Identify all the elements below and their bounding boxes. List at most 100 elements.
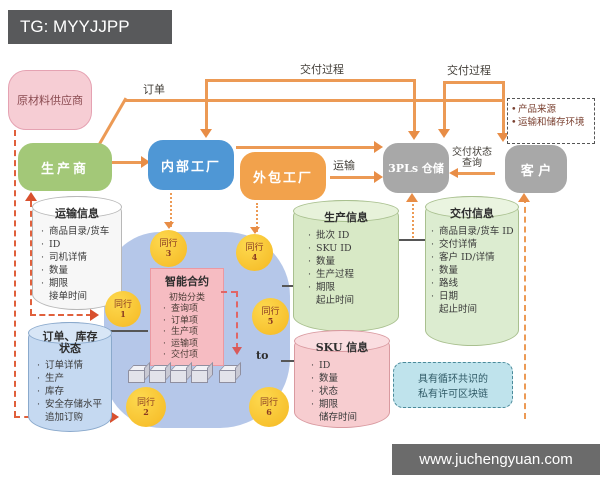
connector-production-delivery bbox=[397, 239, 427, 241]
arrowhead-query-into-warehouse bbox=[449, 168, 458, 178]
cylinder-production-info: 生产信息 批次 ID SKU ID 数量 生产过程 期限 起止时间 bbox=[293, 200, 399, 332]
label-to: to bbox=[256, 349, 269, 362]
line-delivery2-v-right bbox=[502, 81, 505, 134]
annotation-item: 运输和储存环境 bbox=[511, 116, 591, 129]
cylinder-item: 数量 bbox=[308, 255, 396, 268]
cylinder-title-line2: 状态 bbox=[59, 342, 81, 355]
cylinder-item: 接单时间 bbox=[49, 291, 88, 302]
peer-number: 1 bbox=[120, 308, 126, 319]
peer-node-6: 同行 6 bbox=[249, 387, 289, 427]
cylinder-list: 商品目录/货车 ID 交付详情 客户 ID/详情 数量 路线 日期 起止时间 bbox=[426, 225, 518, 316]
cylinder-item: 交付详情 bbox=[431, 238, 516, 251]
peer-node-3: 同行 3 bbox=[150, 230, 187, 267]
node-customer: 客 户 bbox=[505, 145, 567, 193]
cylinder-title: 生产信息 bbox=[324, 211, 368, 224]
cylinder-item: 路线 bbox=[431, 277, 516, 290]
block-cube-icon bbox=[149, 370, 166, 383]
rail-arrow-to-peer2 bbox=[110, 411, 119, 423]
cylinder-title: 运输信息 bbox=[55, 207, 99, 220]
line-query bbox=[457, 172, 495, 175]
node-supplier: 原材料供应商 bbox=[8, 70, 92, 130]
annotation-box: 产品来源 运输和储存环境 bbox=[507, 98, 595, 144]
cylinder-item: 起止时间 bbox=[316, 295, 355, 306]
node-outsourced-factory: 外包工厂 bbox=[240, 152, 326, 200]
peer-number: 6 bbox=[266, 406, 272, 417]
cylinder-title: 交付信息 bbox=[450, 207, 494, 220]
cylinder-item: ID bbox=[41, 238, 119, 251]
peer-number: 5 bbox=[267, 316, 274, 326]
rail-supplier-vertical bbox=[14, 130, 16, 417]
cylinder-item: SKU ID bbox=[308, 242, 396, 255]
label-order: 订单 bbox=[143, 83, 165, 96]
cylinder-title: 订单、库存 bbox=[42, 330, 98, 343]
cylinder-item: 起止时间 bbox=[439, 304, 478, 315]
dashed-link-blockchain-customer bbox=[524, 197, 526, 419]
cylinder-list: ID 数量 状态 期限 储存时间 bbox=[295, 359, 389, 424]
label-delivery-process-2: 交付过程 bbox=[447, 64, 491, 77]
cylinder-item: 期限 bbox=[41, 277, 119, 290]
peer-label: 同行 bbox=[245, 243, 264, 253]
cylinder-item: 订单详情 bbox=[37, 359, 109, 372]
contract-dashed-h bbox=[221, 291, 237, 293]
cylinder-delivery-info: 交付信息 商品目录/货车 ID 交付详情 客户 ID/详情 数量 路线 日期 起… bbox=[425, 196, 519, 346]
label-transport: 运输 bbox=[333, 159, 355, 172]
blockchain-note-line1: 具有循环共识的 bbox=[418, 374, 488, 385]
line-delivery1-v-left bbox=[205, 79, 208, 131]
peer-label: 同行 bbox=[159, 239, 178, 249]
cylinder-item: 商品目录/货车 bbox=[41, 225, 119, 238]
block-cube-icon bbox=[191, 370, 208, 383]
peer-node-5: 同行 5 bbox=[252, 298, 289, 335]
blockchain-note-line2: 私有许可区块链 bbox=[418, 389, 488, 400]
cylinder-item: 安全存储水平 bbox=[37, 398, 109, 411]
contract-dashed-v bbox=[236, 291, 238, 349]
label-query-line2: 查询 bbox=[462, 158, 482, 169]
node-warehouse: 3PLs 仓储 bbox=[383, 143, 449, 193]
cylinder-item: 商品目录/货车 ID bbox=[431, 225, 516, 238]
smart-contract-title: 智能合约 bbox=[165, 275, 209, 288]
smart-contract-item: 运输项 bbox=[163, 339, 223, 351]
cylinder-item: 客户 ID/详情 bbox=[431, 251, 516, 264]
peer-node-4: 同行 4 bbox=[236, 234, 273, 271]
line-transport-lower bbox=[330, 176, 376, 179]
rail-producer-horizontal bbox=[30, 314, 92, 316]
connector-blob-production bbox=[282, 285, 298, 287]
smart-contract-item: 查询项 bbox=[163, 304, 223, 316]
peer-number: 3 bbox=[165, 248, 172, 258]
peer-label: 同行 bbox=[113, 299, 132, 310]
node-producer: 生产商 bbox=[18, 143, 112, 191]
arrowhead-into-factory bbox=[141, 156, 150, 168]
watermark-site-url: www.juchengyuan.com bbox=[392, 444, 600, 475]
cylinder-list: 订单详情 生产 库存 安全存储水平 追加订购 bbox=[29, 359, 111, 424]
line-delivery1-h bbox=[205, 79, 416, 82]
cylinder-list: 批次 ID SKU ID 数量 生产过程 期限 起止时间 bbox=[294, 229, 398, 307]
dotted-link-factory-peer3 bbox=[170, 193, 172, 227]
peer-label: 同行 bbox=[136, 397, 155, 408]
smart-contract-item: 订单项 bbox=[163, 316, 223, 328]
arrowhead-into-internal-factory bbox=[200, 129, 212, 138]
arrowhead-peer4 bbox=[250, 227, 260, 234]
line-producer-factory bbox=[112, 161, 143, 164]
cylinder-item: 生产过程 bbox=[308, 268, 396, 281]
watermark-top-left: TG: MYYJJPP bbox=[8, 10, 172, 44]
cylinder-item: 追加订购 bbox=[45, 412, 84, 423]
arrowhead-transport-lower bbox=[374, 171, 383, 183]
block-cube-icon bbox=[219, 370, 236, 383]
cylinder-item: ID bbox=[311, 359, 387, 372]
arrowhead-transport-upper bbox=[374, 141, 383, 153]
peer-label: 同行 bbox=[259, 397, 278, 408]
peer-number: 4 bbox=[251, 252, 258, 262]
arrowhead-into-warehouse-2 bbox=[438, 129, 450, 138]
line-transport-upper bbox=[236, 146, 376, 149]
peer-node-2: 同行 2 bbox=[126, 387, 166, 427]
rail-arrow-to-peer1 bbox=[90, 309, 99, 321]
cylinder-item: 批次 ID bbox=[308, 229, 396, 242]
cylinder-list: 商品目录/货车 ID 司机详情 数量 期限 接单时间 bbox=[33, 225, 121, 303]
cylinder-item: 生产 bbox=[37, 372, 109, 385]
connector-blob-sku bbox=[281, 360, 298, 362]
connector-orders-blob bbox=[105, 330, 148, 332]
blockchain-note-box: 具有循环共识的 私有许可区块链 bbox=[393, 362, 513, 408]
peer-number: 2 bbox=[143, 406, 149, 417]
line-order-h bbox=[124, 99, 504, 102]
block-cube-icon bbox=[128, 370, 145, 383]
